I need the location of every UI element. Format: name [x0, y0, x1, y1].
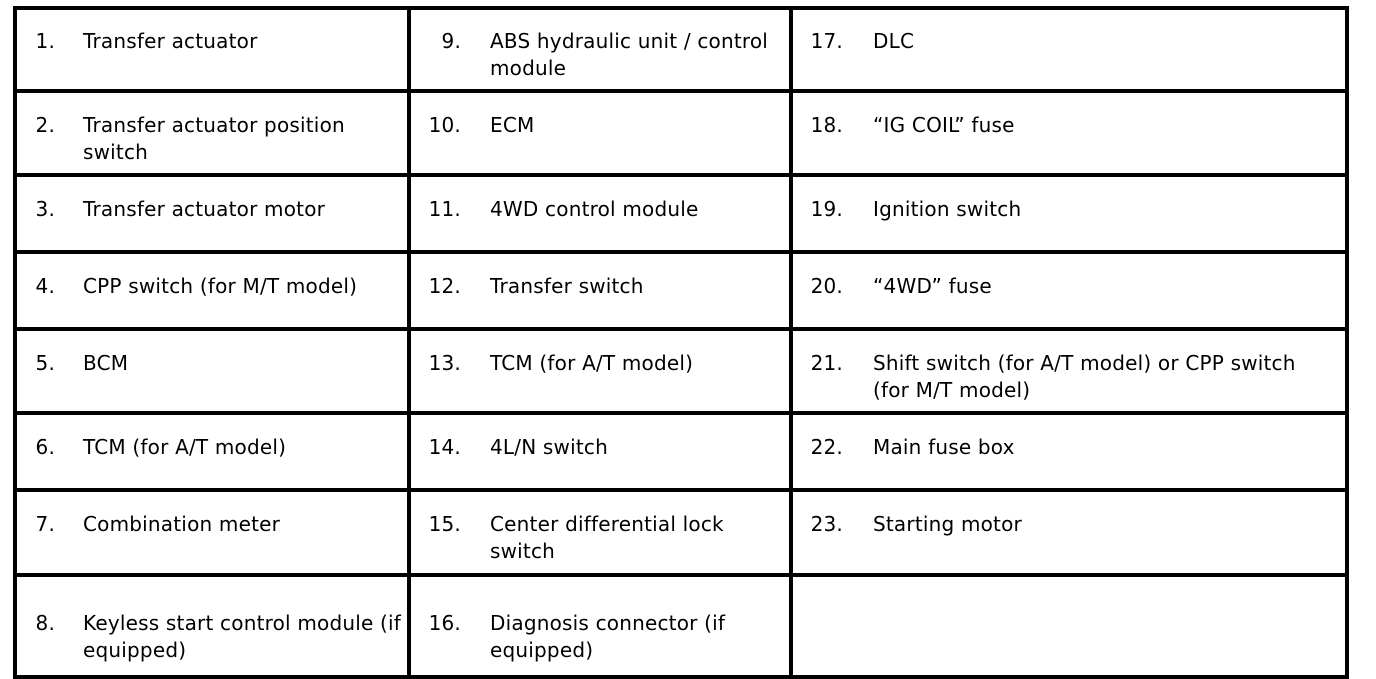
- table-cell: 2. Transfer actuator position switch: [13, 89, 411, 177]
- item-number: 6.: [35, 435, 55, 459]
- item-label: 4L/N switch: [490, 435, 608, 459]
- table-row: 1. Transfer actuator 9. ABS hydraulic un…: [13, 6, 1349, 93]
- table-cell: 4. CPP switch (for M/T model): [13, 250, 411, 331]
- table-cell: 21. Shift switch (for A/T model) or CPP …: [789, 327, 1349, 415]
- item-label: “4WD” fuse: [873, 274, 992, 298]
- item-number: 4.: [35, 274, 55, 298]
- item-label: Transfer switch: [490, 274, 644, 298]
- component-legend-table: 1. Transfer actuator 9. ABS hydraulic un…: [13, 6, 1349, 679]
- table-cell: 3. Transfer actuator motor: [13, 173, 411, 254]
- item-label: Transfer actuator motor: [83, 197, 326, 221]
- item-label: Shift switch (for A/T model) or CPP swit…: [873, 351, 1296, 402]
- table-cell: 23. Starting motor: [789, 488, 1349, 577]
- table-cell: 7. Combination meter: [13, 488, 411, 577]
- item-label: DLC: [873, 29, 915, 53]
- table-cell: 20. “4WD” fuse: [789, 250, 1349, 331]
- item-number: 8.: [35, 611, 55, 635]
- item-number: 5.: [35, 351, 55, 375]
- item-label: 4WD control module: [490, 197, 699, 221]
- item-number: 1.: [35, 29, 55, 53]
- table-cell: 11. 4WD control module: [407, 173, 793, 254]
- table-cell: 8. Keyless start control module (if equi…: [13, 573, 411, 679]
- table-cell: 10. ECM: [407, 89, 793, 177]
- item-number: 11.: [428, 197, 461, 221]
- table-cell: 18. “IG COIL” fuse: [789, 89, 1349, 177]
- item-label: BCM: [83, 351, 129, 375]
- item-number: 21.: [810, 351, 843, 375]
- table-cell: 14. 4L/N switch: [407, 411, 793, 492]
- table-row: 2. Transfer actuator position switch 10.…: [13, 89, 1349, 177]
- table-row: 7. Combination meter 15. Center differen…: [13, 488, 1349, 577]
- item-number: 16.: [428, 611, 461, 635]
- item-number: 3.: [35, 197, 55, 221]
- table-cell-empty: [789, 573, 1349, 679]
- table-row: 4. CPP switch (for M/T model) 12. Transf…: [13, 250, 1349, 331]
- item-label: “IG COIL” fuse: [873, 113, 1015, 137]
- item-number: 19.: [810, 197, 843, 221]
- table-row: 8. Keyless start control module (if equi…: [13, 573, 1349, 679]
- table-cell: 1. Transfer actuator: [13, 6, 411, 93]
- table-cell: 19. Ignition switch: [789, 173, 1349, 254]
- item-label: TCM (for A/T model): [83, 435, 287, 459]
- item-number: 15.: [428, 512, 461, 536]
- item-label: Combination meter: [83, 512, 281, 536]
- table-cell: 9. ABS hydraulic unit / control module: [407, 6, 793, 93]
- table-row: 3. Transfer actuator motor 11. 4WD contr…: [13, 173, 1349, 254]
- item-label: Center differential lock switch: [490, 512, 724, 563]
- item-number: 18.: [810, 113, 843, 137]
- table-cell: 6. TCM (for A/T model): [13, 411, 411, 492]
- item-number: 2.: [35, 113, 55, 137]
- item-number: 14.: [428, 435, 461, 459]
- item-label: Keyless start control module (if equippe…: [83, 611, 402, 662]
- item-number: 17.: [810, 29, 843, 53]
- item-label: TCM (for A/T model): [490, 351, 694, 375]
- table-cell: 15. Center differential lock switch: [407, 488, 793, 577]
- table-cell: 22. Main fuse box: [789, 411, 1349, 492]
- table-cell: 16. Diagnosis connector (if equipped): [407, 573, 793, 679]
- item-label: ECM: [490, 113, 535, 137]
- table-cell: 13. TCM (for A/T model): [407, 327, 793, 415]
- item-label: Transfer actuator: [83, 29, 258, 53]
- item-label: Starting motor: [873, 512, 1022, 536]
- item-number: 9.: [441, 29, 461, 53]
- table-cell: 5. BCM: [13, 327, 411, 415]
- item-number: 20.: [810, 274, 843, 298]
- item-number: 7.: [35, 512, 55, 536]
- table-cell: 17. DLC: [789, 6, 1349, 93]
- item-number: 23.: [810, 512, 843, 536]
- item-number: 10.: [428, 113, 461, 137]
- table-row: 5. BCM 13. TCM (for A/T model) 21. Shift…: [13, 327, 1349, 415]
- item-label: Ignition switch: [873, 197, 1022, 221]
- item-number: 13.: [428, 351, 461, 375]
- item-number: 22.: [810, 435, 843, 459]
- item-label: CPP switch (for M/T model): [83, 274, 358, 298]
- table-row: 6. TCM (for A/T model) 14. 4L/N switch 2…: [13, 411, 1349, 492]
- table-cell: 12. Transfer switch: [407, 250, 793, 331]
- item-number: 12.: [428, 274, 461, 298]
- item-label: ABS hydraulic unit / control module: [490, 29, 769, 80]
- item-label: Transfer actuator position switch: [83, 113, 345, 164]
- item-label: Main fuse box: [873, 435, 1015, 459]
